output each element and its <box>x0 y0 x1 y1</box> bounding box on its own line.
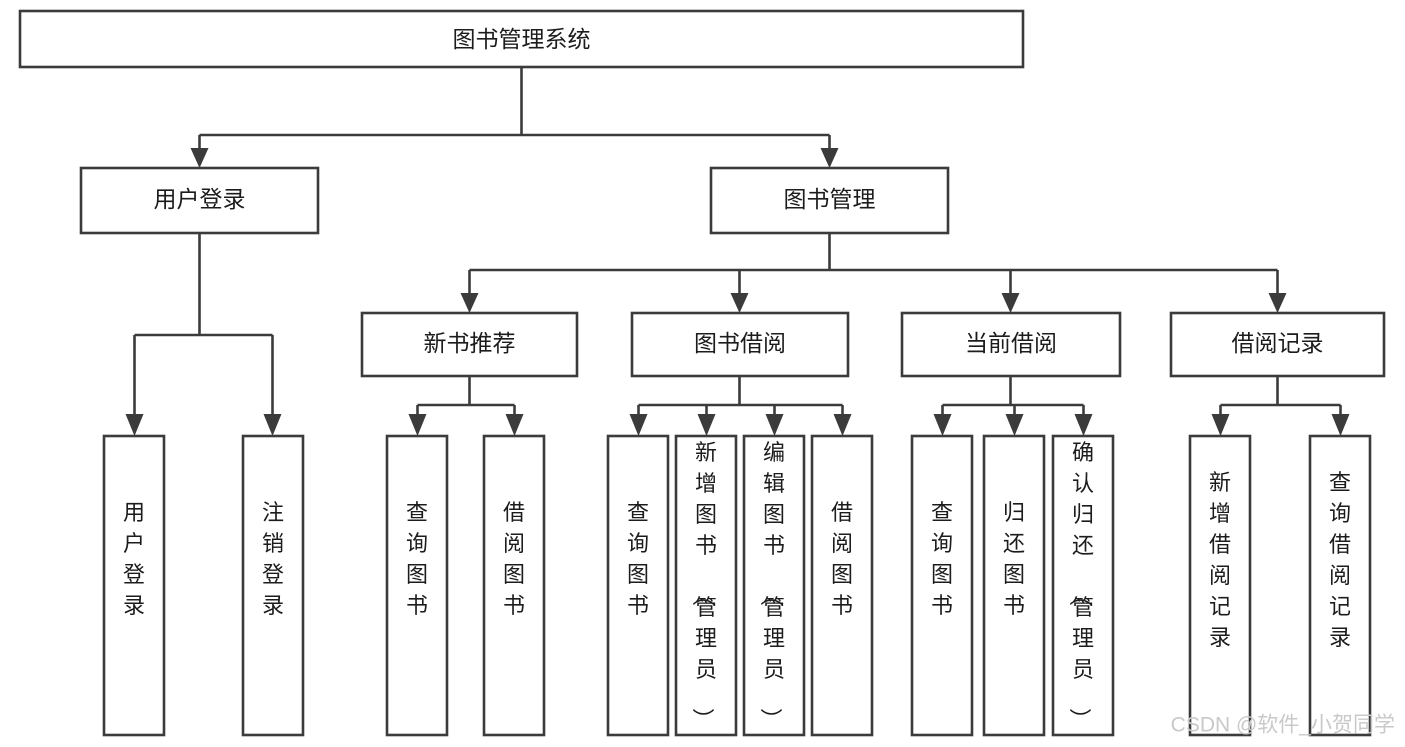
node-user-login[interactable]: 用户登录 <box>79 166 320 235</box>
node-leaf-borrow-book-2[interactable]: 借阅图书 <box>810 434 874 737</box>
arrowhead-leaf-query-record <box>1331 414 1350 436</box>
connector-layer <box>125 67 1350 436</box>
node-leaf-edit-book-box[interactable] <box>742 434 806 737</box>
node-leaf-query-book-3-box[interactable] <box>910 434 974 737</box>
node-user-login-box[interactable] <box>79 166 320 235</box>
node-leaf-query-record-box[interactable] <box>1308 434 1372 737</box>
node-leaf-user-logout-box[interactable] <box>241 434 305 737</box>
node-leaf-return-book-label: 归还图书 <box>1003 500 1025 618</box>
node-leaf-query-record[interactable]: 查询借阅记录 <box>1308 434 1372 737</box>
node-leaf-add-record-label: 新增借阅记录 <box>1209 470 1231 650</box>
node-leaf-edit-book[interactable]: 编辑图书（管理员） <box>742 434 806 737</box>
node-leaf-borrow-book-2-box[interactable] <box>810 434 874 737</box>
node-leaf-query-book-3[interactable]: 查询图书 <box>910 434 974 737</box>
watermark-label: CSDN @软件_小贺同学 <box>1171 714 1395 737</box>
arrowhead-leaf-query-book-2 <box>629 414 648 436</box>
arrowhead-leaf-query-book-3 <box>933 414 952 436</box>
node-leaf-add-book-box[interactable] <box>674 434 738 737</box>
node-book-manage-box[interactable] <box>709 166 950 235</box>
arrowhead-leaf-add-record <box>1211 414 1230 436</box>
node-leaf-query-record-label: 查询借阅记录 <box>1329 470 1351 650</box>
node-book-borrow-box[interactable] <box>630 311 850 378</box>
node-leaf-add-book[interactable]: 新增图书（管理员） <box>674 434 738 737</box>
arrowhead-borrow-record <box>1268 293 1287 313</box>
node-book-manage-label: 图书管理 <box>784 186 876 212</box>
node-book-manage[interactable]: 图书管理 <box>709 166 950 235</box>
arrowhead-leaf-confirm-return <box>1074 414 1093 436</box>
node-new-book-rec-box[interactable] <box>360 311 579 378</box>
node-book-borrow-label: 图书借阅 <box>694 330 786 356</box>
arrowhead-leaf-return-book <box>1005 414 1024 436</box>
arrowhead-leaf-borrow-book-1 <box>505 414 524 436</box>
node-leaf-borrow-book-2-label: 借阅图书 <box>831 500 853 618</box>
node-leaf-return-book-box[interactable] <box>982 434 1046 737</box>
node-leaf-user-login-label: 用户登录 <box>123 500 145 618</box>
node-leaf-query-book-2-box[interactable] <box>606 434 670 737</box>
node-current-borrow-box[interactable] <box>900 311 1122 378</box>
node-borrow-record[interactable]: 借阅记录 <box>1169 311 1386 378</box>
node-leaf-edit-book-label: 编辑图书（管理员） <box>758 440 785 730</box>
node-leaf-borrow-book-1-box[interactable] <box>482 434 546 737</box>
node-leaf-confirm-return-label: 确认归还（管理员） <box>1067 440 1094 730</box>
arrowhead-leaf-edit-book <box>765 414 784 436</box>
node-leaf-query-book-1-label: 查询图书 <box>406 500 428 618</box>
node-leaf-user-logout-label: 注销登录 <box>262 500 284 618</box>
node-leaf-add-record-box[interactable] <box>1188 434 1252 737</box>
node-leaf-confirm-return-box[interactable] <box>1051 434 1115 737</box>
node-leaf-query-book-1[interactable]: 查询图书 <box>385 434 449 737</box>
node-leaf-confirm-return[interactable]: 确认归还（管理员） <box>1051 434 1115 737</box>
node-leaf-query-book-3-label: 查询图书 <box>931 500 953 618</box>
node-leaf-add-book-label: 新增图书（管理员） <box>690 440 717 730</box>
node-borrow-record-label: 借阅记录 <box>1232 330 1324 356</box>
arrowhead-leaf-borrow-book-2 <box>833 414 852 436</box>
node-leaf-borrow-book-1-label: 借阅图书 <box>503 500 525 618</box>
node-book-borrow[interactable]: 图书借阅 <box>630 311 850 378</box>
node-leaf-query-book-1-box[interactable] <box>385 434 449 737</box>
arrowhead-current-borrow <box>1001 293 1020 313</box>
node-root-label: 图书管理系统 <box>453 26 591 52</box>
node-leaf-query-book-2[interactable]: 查询图书 <box>606 434 670 737</box>
arrowhead-user-login <box>190 148 209 168</box>
node-root-box[interactable] <box>18 9 1025 69</box>
arrowhead-new-book-rec <box>460 293 479 313</box>
arrowhead-leaf-add-book <box>697 414 716 436</box>
node-leaf-query-book-2-label: 查询图书 <box>627 500 649 618</box>
node-new-book-rec-label: 新书推荐 <box>424 330 516 356</box>
node-leaf-return-book[interactable]: 归还图书 <box>982 434 1046 737</box>
node-root[interactable]: 图书管理系统 <box>18 9 1025 69</box>
node-current-borrow-label: 当前借阅 <box>965 330 1057 356</box>
arrowhead-leaf-query-book-1 <box>408 414 427 436</box>
node-leaf-add-record[interactable]: 新增借阅记录 <box>1188 434 1252 737</box>
node-new-book-rec[interactable]: 新书推荐 <box>360 311 579 378</box>
arrowhead-book-borrow <box>730 293 749 313</box>
node-leaf-user-login-box[interactable] <box>102 434 166 737</box>
node-borrow-record-box[interactable] <box>1169 311 1386 378</box>
arrowhead-book-manage <box>820 148 839 168</box>
node-current-borrow[interactable]: 当前借阅 <box>900 311 1122 378</box>
node-leaf-borrow-book-1[interactable]: 借阅图书 <box>482 434 546 737</box>
arrowhead-leaf-user-logout <box>263 414 282 436</box>
node-user-login-label: 用户登录 <box>154 186 246 212</box>
node-leaf-user-login[interactable]: 用户登录 <box>102 434 166 737</box>
node-leaf-user-logout[interactable]: 注销登录 <box>241 434 305 737</box>
arrowhead-leaf-user-login <box>125 414 144 436</box>
